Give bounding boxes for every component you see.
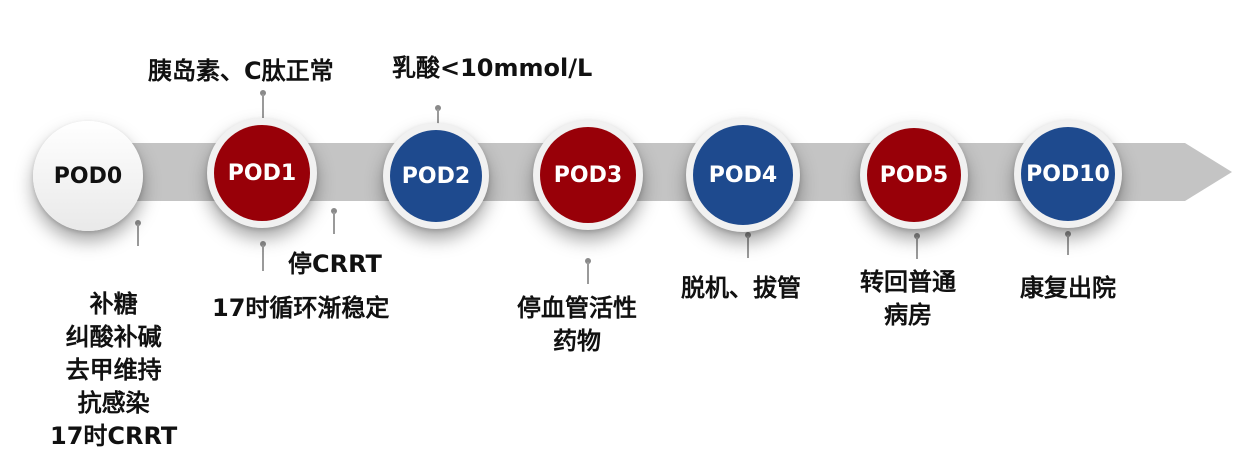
connector-dot [914,233,920,239]
annotation-pod2-above: 乳酸<10mmol/L [392,54,593,82]
annotation-pod0-line2: 纠酸补碱 [65,323,162,351]
connector-dot [1065,231,1071,237]
annotation-pod0-line3: 去甲维持 [65,356,162,384]
annotation-pod3-below: 停血管活性 药物 [517,292,637,358]
annotation-pod0-line1: 补糖 [89,290,138,318]
connector-dot [135,220,141,226]
node-pod10[interactable]: POD10 [1014,120,1122,228]
annotation-pod3-line1: 停血管活性 [517,294,637,322]
connector-line [262,245,264,271]
node-pod5-label: POD5 [867,128,961,222]
node-pod4-label: POD4 [693,125,793,225]
node-pod2[interactable]: POD2 [383,123,489,229]
connector-dot [435,105,441,111]
annotation-pod1-above: 胰岛素、C肽正常 [148,57,334,85]
connector-line [333,212,335,234]
annotation-pod10-below: 康复出院 [1020,274,1116,302]
node-pod1-label: POD1 [214,125,310,221]
annotation-pod1-stop-crrt: 停CRRT [288,250,382,278]
node-pod3-label: POD3 [540,127,636,223]
node-pod2-label: POD2 [390,130,482,222]
annotation-pod1-circulation: 17时循环渐稳定 [212,294,390,322]
connector-line [437,109,439,127]
node-pod1[interactable]: POD1 [207,118,317,228]
annotation-pod0-line4: 抗感染 [77,389,150,417]
annotation-pod5-below: 转回普通 病房 [860,266,956,332]
connector-line [137,224,139,246]
annotation-pod0-below: 补糖 纠酸补碱 去甲维持 抗感染 17时CRRT [50,288,177,453]
connector-line [587,262,589,284]
node-pod0[interactable]: POD0 [33,121,143,231]
node-pod3[interactable]: POD3 [533,120,643,230]
annotation-pod4-below: 脱机、拔管 [681,274,801,302]
annotation-pod5-line1: 转回普通 [860,268,956,296]
connector-dot [331,208,337,214]
node-pod5[interactable]: POD5 [860,121,968,229]
node-pod0-label: POD0 [53,163,123,189]
annotation-pod3-line2: 药物 [553,327,601,355]
annotation-pod0-line5: 17时CRRT [50,422,178,450]
connector-line [916,237,918,259]
connector-dot [585,258,591,264]
node-pod10-label: POD10 [1021,127,1115,221]
connector-dot [745,232,751,238]
connector-line [262,94,264,118]
connector-line [747,236,749,258]
annotation-pod5-line2: 病房 [884,301,932,329]
connector-dot [260,90,266,96]
connector-dot [260,241,266,247]
node-pod4[interactable]: POD4 [686,118,800,232]
connector-line [1067,235,1069,255]
